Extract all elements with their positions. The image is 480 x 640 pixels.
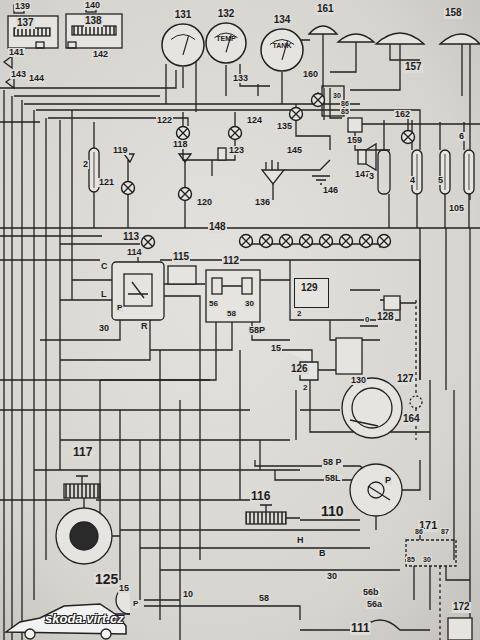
- callout-number: 136: [254, 198, 271, 207]
- callout-number: 5: [437, 176, 444, 185]
- callout-number: 112: [222, 256, 240, 267]
- callout-number: 4: [409, 176, 416, 185]
- callout-number: 119: [112, 146, 129, 155]
- callout-number: 120: [196, 198, 213, 207]
- callout-number: 125: [94, 572, 119, 587]
- callout-number: 126: [290, 364, 309, 375]
- callout-number: 127: [396, 374, 415, 385]
- callout-number: 30: [98, 324, 110, 333]
- callout-number: L: [100, 290, 108, 299]
- gauge-outline: [205, 22, 247, 64]
- callout-number: 138: [84, 16, 103, 27]
- callout-number: 58: [258, 594, 270, 603]
- unit-box: 129: [294, 278, 329, 308]
- callout-number: 30: [326, 572, 338, 581]
- callout-number: 144: [28, 74, 45, 83]
- gauge-label: TEMP: [216, 35, 235, 42]
- callout-number: 56: [208, 300, 219, 308]
- callout-number: C: [100, 262, 109, 271]
- callout-number: 111: [350, 622, 371, 635]
- callout-number: 85: [340, 108, 350, 115]
- callout-number: 58L: [324, 474, 342, 483]
- callout-number: 114: [126, 248, 143, 257]
- callout-number: 121: [98, 178, 115, 187]
- callout-number: 2: [296, 310, 302, 318]
- callout-number: P: [132, 600, 139, 608]
- callout-number: 30: [422, 556, 432, 563]
- callout-number: 139: [14, 2, 31, 11]
- callout-number: 160: [302, 70, 319, 79]
- callout-number: 58 P: [322, 458, 343, 467]
- callout-number: 58: [226, 310, 237, 318]
- callout-number: 116: [250, 490, 271, 503]
- callout-number: 10: [182, 590, 194, 599]
- callout-number: 115: [172, 252, 190, 263]
- callout-number: P: [116, 304, 123, 312]
- callout-number: 87: [440, 528, 450, 535]
- callout-number: 110: [320, 504, 345, 519]
- callout-number: H: [296, 536, 305, 545]
- callout-number: 2: [82, 160, 89, 169]
- callout-number: 141: [8, 48, 25, 57]
- callout-number: 58P: [248, 326, 266, 335]
- callout-number: 142: [92, 50, 109, 59]
- callout-number: 85: [406, 556, 416, 563]
- callout-number: 118: [172, 140, 189, 149]
- callout-number: 157: [404, 62, 423, 73]
- callout-number: 133: [232, 74, 249, 83]
- callout-number: 15: [270, 344, 282, 353]
- gauge-outline: [260, 28, 304, 72]
- callout-number: 124: [246, 116, 263, 125]
- callout-number: 6: [458, 132, 465, 141]
- gauge-dial: 131: [161, 23, 205, 67]
- callout-number: 132: [217, 8, 236, 19]
- callout-number: 146: [322, 186, 339, 195]
- callout-number: 86: [414, 528, 424, 535]
- callout-number: 131: [174, 9, 193, 20]
- callout-number: 113: [122, 232, 140, 243]
- callout-number: 86: [340, 100, 350, 107]
- callout-number: 2: [302, 384, 308, 392]
- callout-number: 3: [368, 172, 375, 181]
- callout-number: 129: [301, 282, 318, 293]
- callout-number: 130: [350, 376, 367, 385]
- gauge-dial: 132TEMP: [205, 22, 247, 64]
- callout-number: R: [140, 322, 149, 331]
- callout-number: 15: [118, 584, 130, 593]
- gauge-outline: [161, 23, 205, 67]
- callout-number: 161: [316, 4, 335, 15]
- callout-number: 137: [16, 18, 35, 29]
- callout-number: 30: [244, 300, 255, 308]
- callout-number: P: [384, 476, 392, 485]
- callout-number: 148: [208, 222, 227, 233]
- callout-number: 143: [10, 70, 27, 79]
- callout-number: 159: [346, 136, 363, 145]
- gauge-label: TANK: [273, 42, 292, 49]
- callout-number: 162: [394, 110, 411, 119]
- gauge-dial: 134TANK: [260, 28, 304, 72]
- callout-number: 117: [72, 446, 93, 459]
- callout-number: 172: [452, 602, 471, 613]
- callout-number: 30: [332, 92, 342, 99]
- callout-number: 123: [228, 146, 245, 155]
- callout-number: B: [318, 549, 327, 558]
- callout-number: 140: [84, 1, 101, 10]
- callout-number: 128: [376, 312, 395, 323]
- callout-number: 105: [448, 204, 465, 213]
- callout-number: 145: [286, 146, 303, 155]
- callout-number: 122: [156, 116, 173, 125]
- callout-number: 164: [402, 414, 421, 425]
- callout-number: 56b: [362, 588, 380, 597]
- callout-number: 158: [444, 8, 463, 19]
- callout-number: 56a: [366, 600, 383, 609]
- callout-number: 135: [276, 122, 293, 131]
- callout-number: 134: [273, 14, 292, 25]
- callout-number: 0: [364, 316, 370, 324]
- watermark: skoda.virt.cz: [44, 612, 125, 626]
